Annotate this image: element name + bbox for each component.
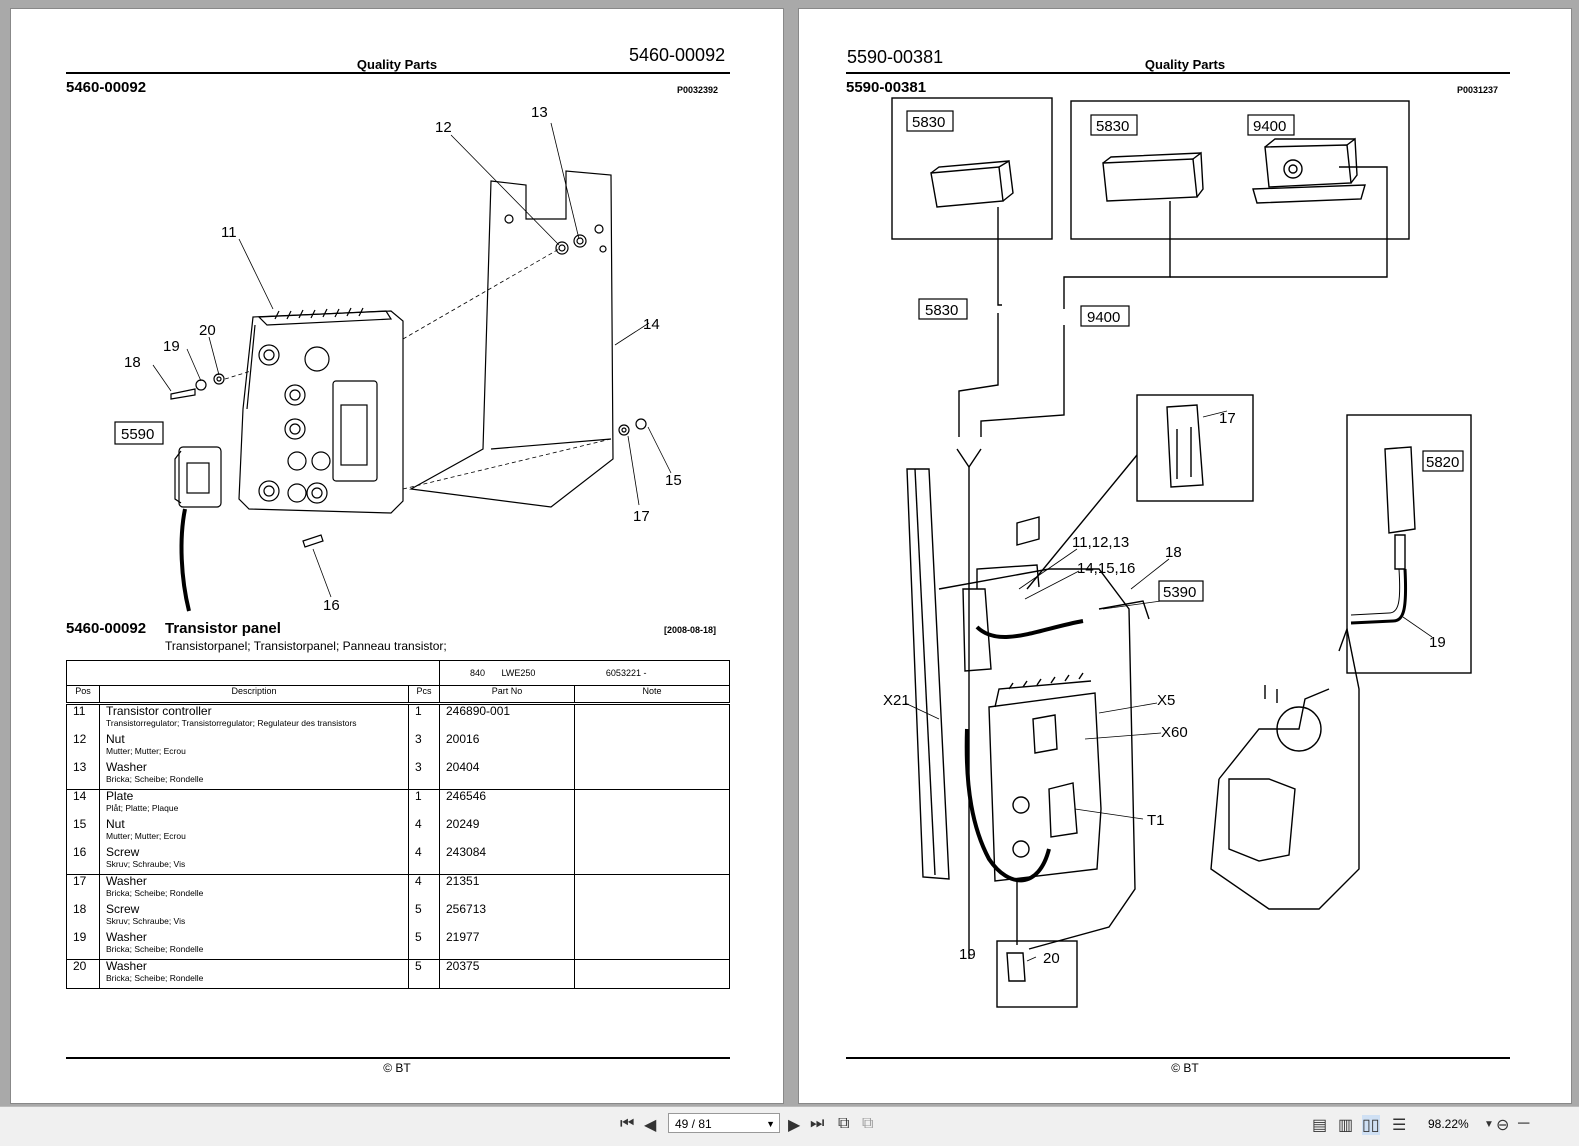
callout-20: 20	[199, 322, 216, 339]
list-code: 5460-00092	[66, 620, 147, 637]
callout-15: 15	[665, 472, 682, 489]
col-pos: Pos	[66, 685, 100, 705]
header-title: Quality Parts	[356, 57, 438, 72]
zoom-dropdown-icon[interactable]: ▼	[1484, 1119, 1494, 1130]
boxed-callout-5590: 5590	[121, 426, 154, 443]
callout-11: 11	[221, 224, 237, 241]
boxed-label-5820: 5820	[1426, 454, 1459, 471]
callout-16: 16	[323, 597, 340, 614]
callout-18: 18	[1165, 544, 1182, 561]
col-note: Note	[574, 685, 730, 705]
first-page-icon[interactable]: ⏮	[620, 1115, 635, 1132]
callout-17: 17	[633, 508, 650, 525]
figure-ref: P0031237	[1457, 85, 1499, 95]
two-page-continuous-icon[interactable]: ☰	[1392, 1117, 1407, 1134]
last-page-icon[interactable]: ⏭	[810, 1115, 825, 1132]
header-code: 5460-00092	[629, 45, 726, 65]
callout-14-15-16: 14,15,16	[1077, 560, 1135, 577]
list-subtitle: Transistorpanel; Transistorpanel; Pannea…	[165, 639, 447, 653]
app-serial: 6053221 -	[605, 668, 647, 678]
parts-table: 840 LWE250 6053221 - Pos Description Pcs…	[66, 660, 730, 989]
zoom-slider[interactable]: ─	[1518, 1115, 1530, 1132]
single-page-icon[interactable]: ▤	[1312, 1117, 1328, 1134]
section-code: 5460-00092	[66, 79, 147, 96]
callout-x5: X5	[1157, 692, 1175, 709]
next-page-icon[interactable]: ▶	[788, 1117, 801, 1134]
callout-20: 20	[1043, 950, 1060, 967]
callout-19-inset: 19	[1429, 634, 1446, 651]
two-page-icon[interactable]: ▯▯	[1362, 1115, 1380, 1135]
list-date: [2008-08-18]	[664, 625, 717, 635]
wiring-diagram: 17 11,12,13 14,15,16 18 X21 X5 X60 T1 19…	[883, 97, 1472, 1008]
fit-width-icon[interactable]: ⧉	[862, 1115, 874, 1132]
app-variant: LWE250	[501, 668, 536, 678]
boxed-label-9400-b: 9400	[1087, 309, 1120, 326]
callout-14: 14	[643, 316, 660, 333]
callout-x60: X60	[1161, 724, 1188, 741]
section-code: 5590-00381	[846, 79, 927, 96]
footer: © BT	[383, 1061, 411, 1075]
col-partno: Part No	[439, 685, 575, 705]
app-model: 840	[470, 668, 486, 678]
zoom-out-icon[interactable]: ⊖	[1496, 1117, 1510, 1134]
page-number-input[interactable]: 49 / 81▼	[668, 1113, 780, 1133]
left-page: Quality Parts 5460-00092 5460-00092 P003…	[10, 8, 784, 1104]
right-page: 5590-00381 Quality Parts 5590-00381 P003…	[798, 8, 1572, 1104]
connector-part	[178, 446, 222, 508]
footer: © BT	[1171, 1061, 1199, 1075]
chevron-down-icon: ▼	[766, 1119, 775, 1129]
boxed-label-5830-b: 5830	[1096, 118, 1129, 135]
callout-t1: T1	[1147, 812, 1165, 829]
callout-13: 13	[531, 104, 548, 121]
header-code: 5590-00381	[847, 47, 944, 67]
viewer-toolbar: ⏮ ◀ 49 / 81▼ ▶ ⏭ ⧉ ⧉ ▤ ▥ ▯▯ ☰ 98.22% ▼ ⊖…	[0, 1106, 1579, 1146]
callout-17: 17	[1219, 410, 1236, 427]
header-title: Quality Parts	[1144, 57, 1226, 72]
prev-page-icon[interactable]: ◀	[644, 1117, 657, 1134]
callout-11-12-13: 11,12,13	[1072, 534, 1129, 551]
callout-19: 19	[163, 338, 180, 355]
fit-page-icon[interactable]: ⧉	[838, 1115, 850, 1132]
figure-ref: P0032392	[677, 85, 719, 95]
zoom-level[interactable]: 98.22%	[1428, 1117, 1469, 1131]
callout-x21: X21	[883, 692, 910, 709]
plate-part	[409, 170, 614, 508]
boxed-label-5390: 5390	[1163, 584, 1196, 601]
callout-18: 18	[124, 354, 141, 371]
boxed-label-5830-a: 5830	[912, 114, 945, 131]
col-pcs: Pcs	[408, 685, 440, 705]
exploded-diagram: 11 12 13 14 15 16 17 18 19 20 5590	[114, 104, 682, 614]
boxed-label-9400-a: 9400	[1253, 118, 1286, 135]
callout-19: 19	[959, 946, 976, 963]
col-description: Description	[99, 685, 409, 705]
boxed-label-5830-c: 5830	[925, 302, 958, 319]
list-title: Transistor panel	[165, 620, 281, 637]
callout-12: 12	[435, 119, 452, 136]
continuous-page-icon[interactable]: ▥	[1338, 1117, 1354, 1134]
